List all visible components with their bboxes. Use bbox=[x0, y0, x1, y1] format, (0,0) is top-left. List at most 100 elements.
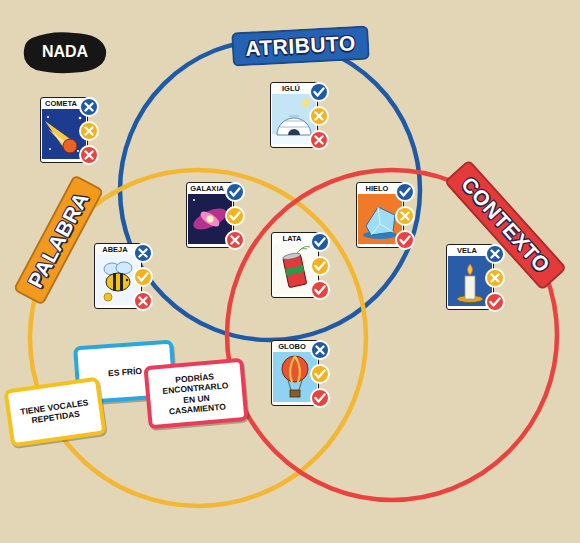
check-markers bbox=[483, 243, 507, 315]
clue-card: TIENE VOCALES REPETIDAS bbox=[3, 377, 106, 448]
node-label: ABEJA bbox=[95, 244, 135, 255]
node-label: LATA bbox=[272, 233, 312, 244]
art-shape bbox=[190, 204, 229, 234]
check-markers bbox=[307, 81, 331, 153]
cross-mark bbox=[80, 122, 98, 140]
check-mark bbox=[396, 183, 414, 201]
cross-mark bbox=[311, 341, 329, 359]
word-card: GLOBO bbox=[271, 340, 319, 406]
nothing-zone: NADA bbox=[22, 30, 108, 74]
art-shape bbox=[42, 109, 86, 159]
clue-card: PODRÍAS ENCONTRARLO EN UN CASAMIENTO bbox=[143, 357, 248, 428]
art-shape bbox=[78, 117, 81, 120]
card-illustration bbox=[273, 244, 317, 294]
art-shape bbox=[273, 352, 317, 402]
check-markers bbox=[308, 339, 332, 411]
art-shape bbox=[282, 356, 308, 382]
cross-mark bbox=[80, 146, 98, 164]
circle-stroke bbox=[227, 170, 557, 500]
node-label: GALAXIA bbox=[187, 183, 227, 194]
check-markers bbox=[131, 242, 155, 314]
word-card: ABEJA bbox=[94, 243, 142, 309]
art-shape bbox=[288, 380, 302, 390]
art-shape bbox=[302, 99, 310, 107]
node-label: PODRÍAS ENCONTRARLO EN UN CASAMIENTO bbox=[155, 369, 236, 416]
art-shape bbox=[285, 265, 304, 276]
word-card: HIELO bbox=[356, 182, 404, 248]
word-card: LATA bbox=[271, 232, 319, 298]
art-shape bbox=[290, 390, 300, 397]
art-shape bbox=[106, 273, 130, 291]
art-shape bbox=[467, 264, 472, 275]
check-markers bbox=[223, 181, 247, 253]
art-shape bbox=[290, 356, 300, 382]
cross-mark bbox=[396, 207, 414, 225]
check-mark bbox=[226, 183, 244, 201]
art-shape bbox=[465, 276, 475, 299]
art-shape bbox=[206, 216, 213, 223]
art-shape bbox=[282, 252, 301, 261]
word-card: COMETA bbox=[40, 97, 88, 163]
art-shape bbox=[77, 150, 79, 152]
check-mark bbox=[226, 207, 244, 225]
art-shape bbox=[96, 255, 140, 305]
blob-fill bbox=[24, 32, 106, 73]
art-shape bbox=[188, 194, 232, 244]
art-shape bbox=[198, 209, 222, 230]
art-shape bbox=[297, 247, 310, 254]
cross-mark bbox=[486, 269, 504, 287]
art-shape bbox=[273, 244, 317, 294]
cross-mark bbox=[226, 231, 244, 249]
category-tag: ATRIBUTO bbox=[231, 25, 370, 66]
word-card: VELA bbox=[446, 244, 494, 310]
card-illustration bbox=[96, 255, 140, 305]
check-mark bbox=[311, 233, 329, 251]
check-markers bbox=[77, 96, 101, 168]
circle-stroke bbox=[120, 40, 420, 340]
check-mark bbox=[311, 389, 329, 407]
card-illustration bbox=[358, 194, 402, 244]
check-mark bbox=[134, 268, 152, 286]
cross-mark bbox=[80, 98, 98, 116]
card-illustration bbox=[272, 94, 316, 144]
art-shape bbox=[366, 207, 395, 235]
node-label: IGLÚ bbox=[271, 83, 311, 94]
art-shape bbox=[288, 129, 300, 135]
word-card: GALAXIA bbox=[186, 182, 234, 248]
node-label: HIELO bbox=[357, 183, 397, 194]
check-mark bbox=[311, 365, 329, 383]
node-label: COMETA bbox=[41, 98, 81, 109]
check-mark bbox=[396, 231, 414, 249]
node-label: PALABRA bbox=[23, 188, 93, 292]
art-shape bbox=[358, 194, 402, 244]
node-label: NADA bbox=[42, 43, 88, 61]
check-mark bbox=[311, 257, 329, 275]
cross-mark bbox=[134, 244, 152, 262]
art-shape bbox=[49, 148, 51, 150]
node-label: GLOBO bbox=[272, 341, 312, 352]
node-label: TIENE VOCALES REPETIDAS bbox=[17, 397, 93, 427]
art-shape bbox=[116, 262, 132, 274]
card-illustration bbox=[273, 352, 317, 402]
check-mark bbox=[486, 293, 504, 311]
art-shape bbox=[371, 207, 393, 235]
node-label: ES FRÍO bbox=[108, 366, 143, 379]
cross-mark bbox=[134, 292, 152, 310]
art-shape bbox=[125, 279, 127, 281]
art-shape bbox=[120, 274, 123, 291]
cross-mark bbox=[310, 107, 328, 125]
art-shape bbox=[448, 256, 492, 306]
art-shape bbox=[63, 139, 77, 153]
art-shape bbox=[104, 293, 112, 301]
node-label: ATRIBUTO bbox=[244, 31, 356, 61]
card-illustration bbox=[42, 109, 86, 159]
art-shape bbox=[280, 116, 308, 127]
art-shape bbox=[113, 274, 116, 291]
word-card: IGLÚ bbox=[270, 82, 318, 148]
art-shape bbox=[193, 199, 195, 201]
category-tag: PALABRA bbox=[12, 174, 104, 306]
cross-mark bbox=[310, 131, 328, 149]
check-markers bbox=[393, 181, 417, 253]
card-illustration bbox=[188, 194, 232, 244]
art-shape bbox=[272, 94, 316, 144]
